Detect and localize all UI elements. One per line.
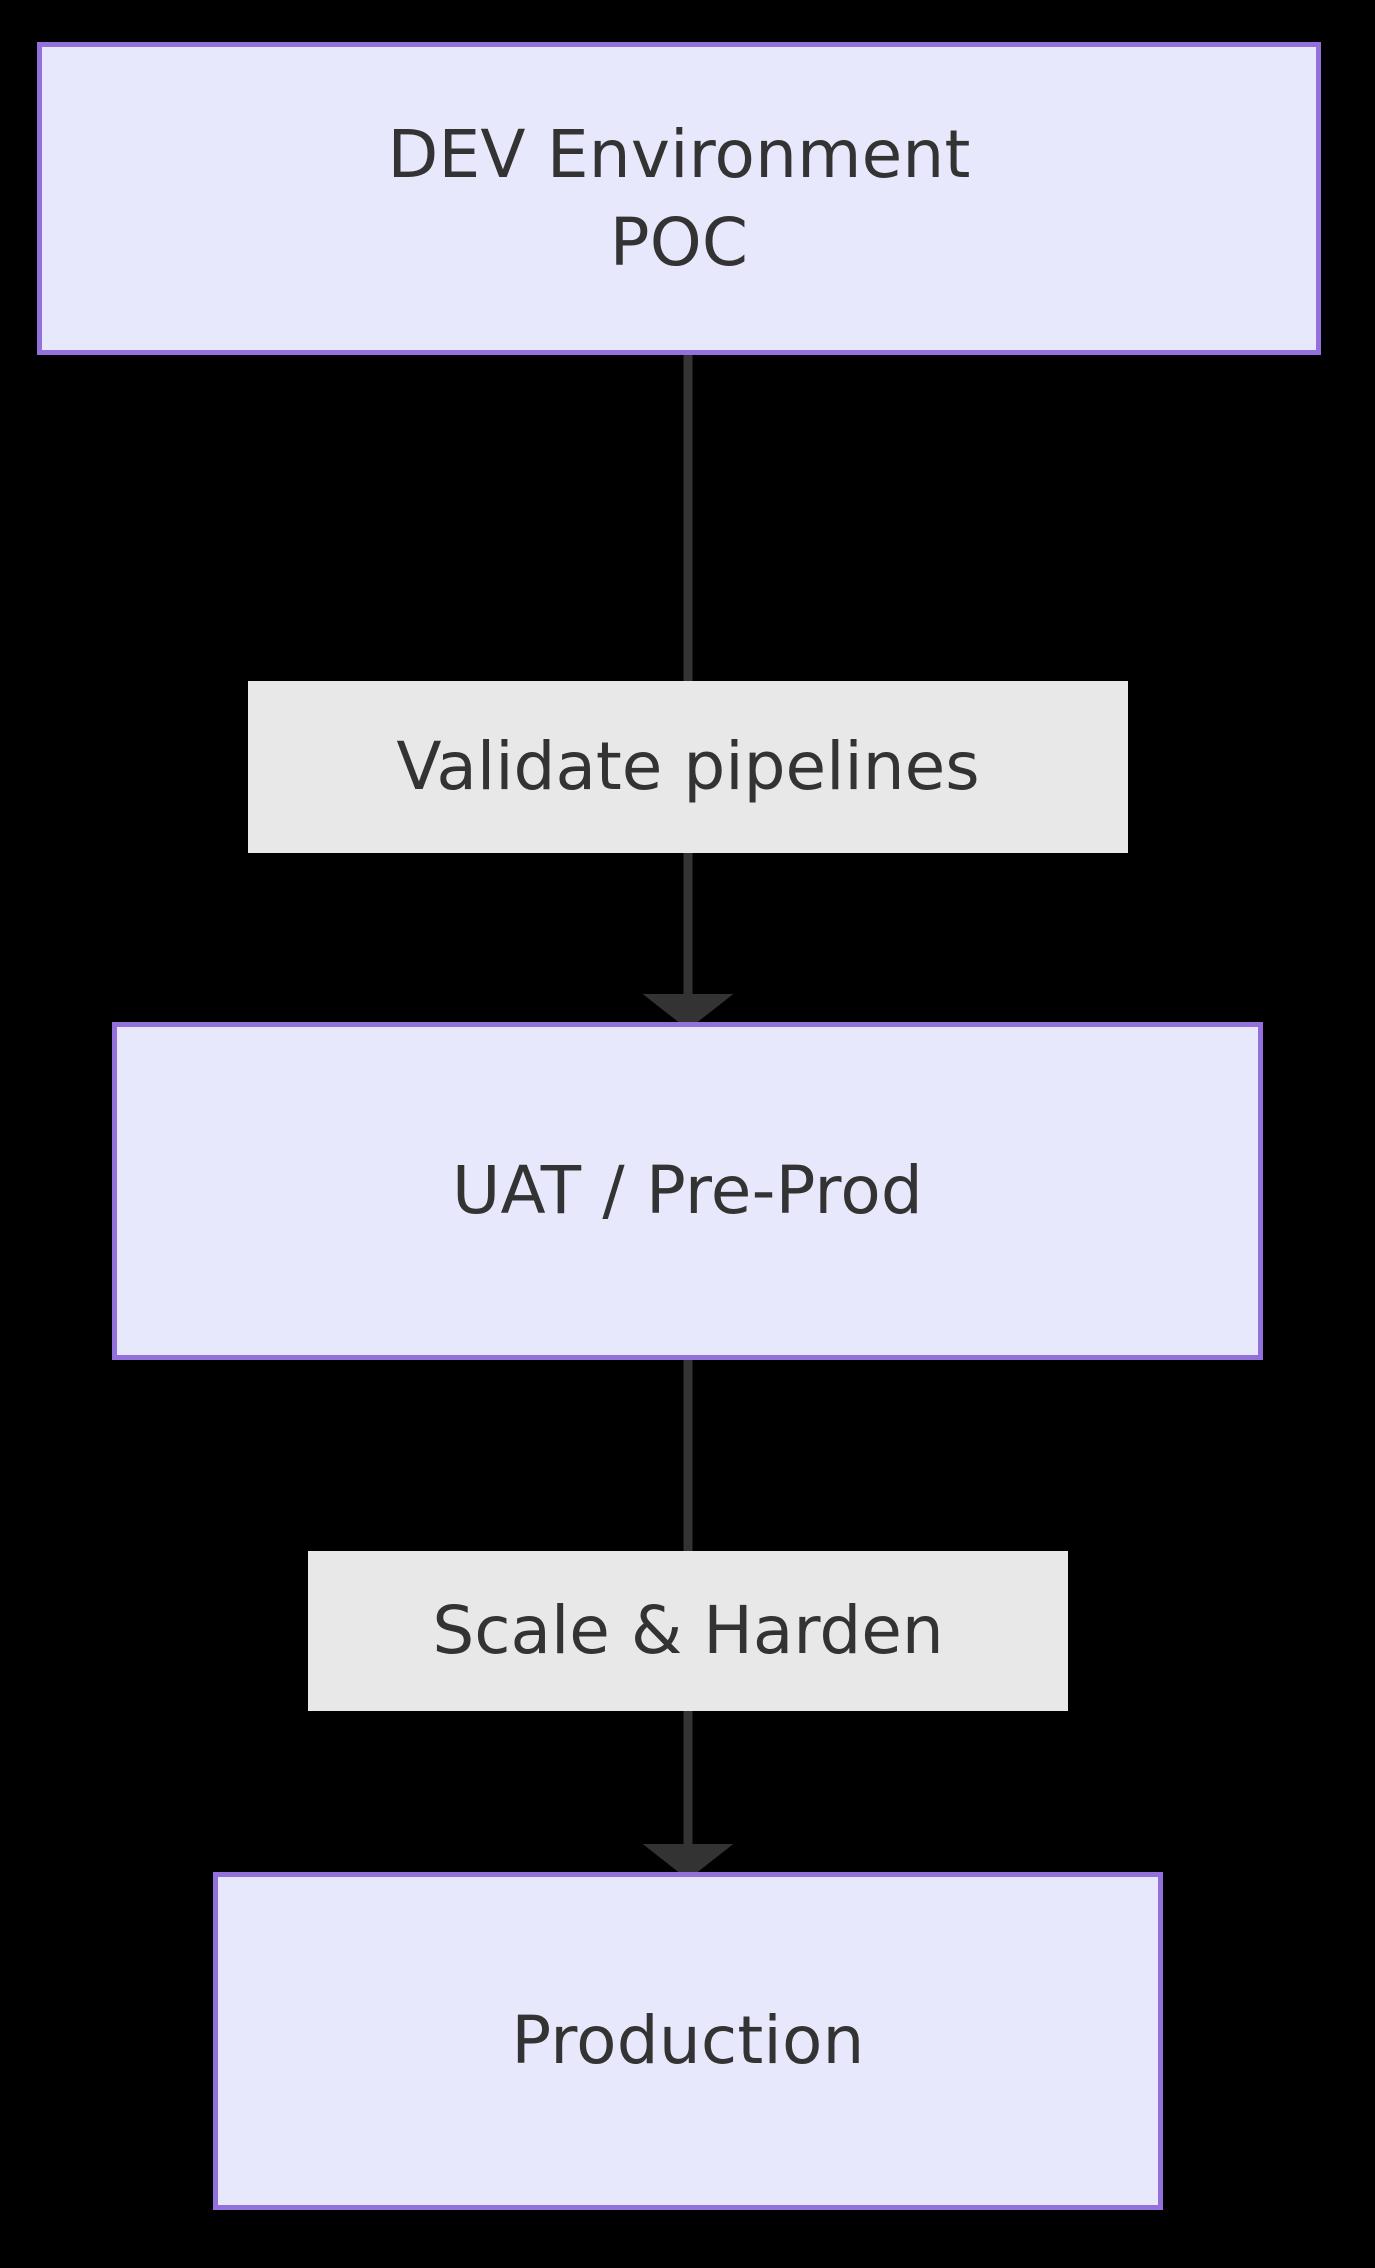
node-label: DEV Environment POC (387, 115, 971, 281)
node-uat-pre-prod[interactable]: UAT / Pre-Prod (112, 1022, 1263, 1360)
arrow-down-icon (642, 1844, 734, 1880)
node-label: Production (511, 2002, 865, 2080)
node-production[interactable]: Production (213, 1872, 1163, 2210)
arrow-down-icon (642, 994, 734, 1030)
edge-label-scale-and-harden: Scale & Harden (308, 1551, 1068, 1711)
edge-label-validate-pipelines: Validate pipelines (248, 681, 1128, 853)
node-label: UAT / Pre-Prod (452, 1152, 923, 1230)
node-dev-environment-poc[interactable]: DEV Environment POC (37, 42, 1321, 355)
